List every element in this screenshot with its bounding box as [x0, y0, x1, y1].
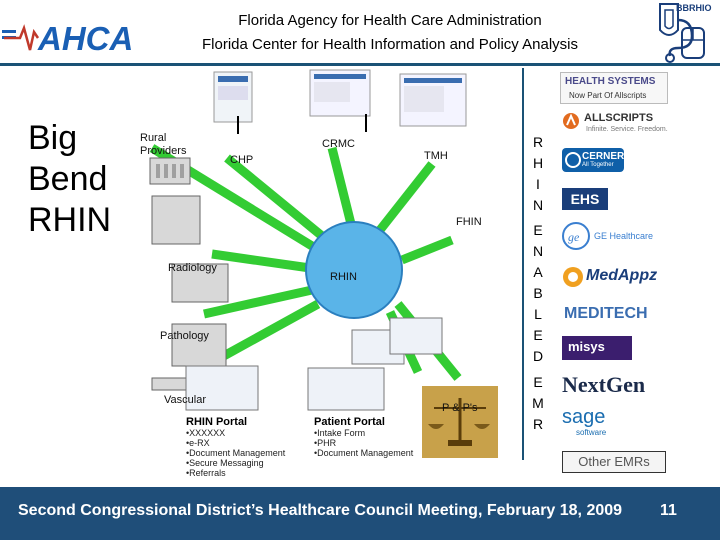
- rhin-portal-title: RHIN Portal: [186, 416, 296, 428]
- letter: E: [528, 220, 548, 241]
- node-rural-providers: Rural Providers: [140, 132, 186, 158]
- cerner-logo: CERNER All Together: [560, 146, 668, 174]
- node-radiology: Radiology: [168, 262, 217, 275]
- patient-portal-item: •Document Management: [314, 448, 424, 458]
- header-title-line2: Florida Center for Health Information an…: [140, 36, 640, 53]
- footer-text: Second Congressional District’s Healthca…: [18, 502, 622, 520]
- medappz-logo: MedAppz: [560, 264, 668, 294]
- patient-portal-title: Patient Portal: [314, 416, 424, 428]
- rhin-vertical-label: R H I N: [528, 132, 548, 216]
- health-systems-logo: HEALTH SYSTEMS Now Part Of Allscripts: [560, 72, 668, 104]
- title-line3: RHIN: [28, 200, 111, 241]
- meditech-logo: MEDITECH: [560, 302, 668, 332]
- node-crmc: CRMC: [322, 138, 355, 151]
- node-pathology: Pathology: [160, 330, 209, 343]
- letter: N: [528, 195, 548, 216]
- patient-portal-panel: Patient Portal •Intake Form •PHR •Docume…: [314, 416, 424, 458]
- sage-logo: sage software: [560, 406, 668, 440]
- enabled-vertical-label: E N A B L E D: [528, 220, 548, 367]
- rhin-portal-item: •Secure Messaging: [186, 458, 296, 468]
- hub-rhin: RHIN: [330, 271, 357, 284]
- patient-portal-item: •Intake Form: [314, 428, 424, 438]
- title-line2: Bend: [28, 159, 111, 200]
- letter: H: [528, 153, 548, 174]
- letter: I: [528, 174, 548, 195]
- letter: M: [528, 393, 548, 414]
- ehs-logo: EHS: [560, 188, 668, 212]
- slide-title: Big Bend RHIN: [28, 118, 111, 241]
- ge-healthcare-logo: ge GE Healthcare: [560, 222, 668, 252]
- node-chp: CHP: [230, 154, 253, 167]
- letter: N: [528, 241, 548, 262]
- other-emrs-box: Other EMRs: [562, 451, 666, 473]
- header: AHCA Florida Agency for Health Care Admi…: [0, 0, 720, 66]
- letter: R: [528, 414, 548, 435]
- allscripts-icon: [562, 112, 580, 130]
- svg-text:AHCA: AHCA: [37, 20, 133, 57]
- letter: E: [528, 372, 548, 393]
- medappz-icon: [562, 266, 584, 288]
- rhin-portal-item: •Referrals: [186, 468, 296, 478]
- page-number: 11: [660, 502, 677, 520]
- node-vascular: Vascular: [164, 394, 206, 407]
- seal-label: BBRHIO: [676, 3, 712, 13]
- header-title-line1: Florida Agency for Health Care Administr…: [140, 12, 640, 29]
- letter: R: [528, 132, 548, 153]
- diagram-divider: [522, 68, 524, 460]
- patient-portal-item: •PHR: [314, 438, 424, 448]
- emr-vertical-label: E M R: [528, 372, 548, 435]
- rhin-network-diagram: Rural Providers CHP CRMC TMH FHIN RHIN R…: [122, 68, 520, 460]
- footer: Second Congressional District’s Healthca…: [0, 487, 720, 540]
- title-line1: Big: [28, 118, 111, 159]
- rhin-portal-panel: RHIN Portal •XXXXXX •e-RX •Document Mana…: [186, 416, 296, 478]
- misys-logo: misys: [560, 336, 668, 362]
- svg-text:ge: ge: [568, 230, 580, 244]
- rhin-portal-item: •Document Management: [186, 448, 296, 458]
- rhin-portal-item: •e-RX: [186, 438, 296, 448]
- letter: D: [528, 346, 548, 367]
- nextgen-logo: NextGen: [560, 372, 668, 402]
- ahca-logo: AHCA: [2, 8, 142, 60]
- node-tmh: TMH: [424, 150, 448, 163]
- letter: E: [528, 325, 548, 346]
- node-fhin: FHIN: [456, 216, 482, 229]
- ge-monogram-icon: ge: [562, 222, 590, 250]
- node-pnps: P & P's: [442, 402, 478, 415]
- letter: L: [528, 304, 548, 325]
- letter: A: [528, 262, 548, 283]
- letter: B: [528, 283, 548, 304]
- allscripts-logo: ALLSCRIPTS Infinite. Service. Freedom.: [560, 108, 668, 138]
- rhin-portal-item: •XXXXXX: [186, 428, 296, 438]
